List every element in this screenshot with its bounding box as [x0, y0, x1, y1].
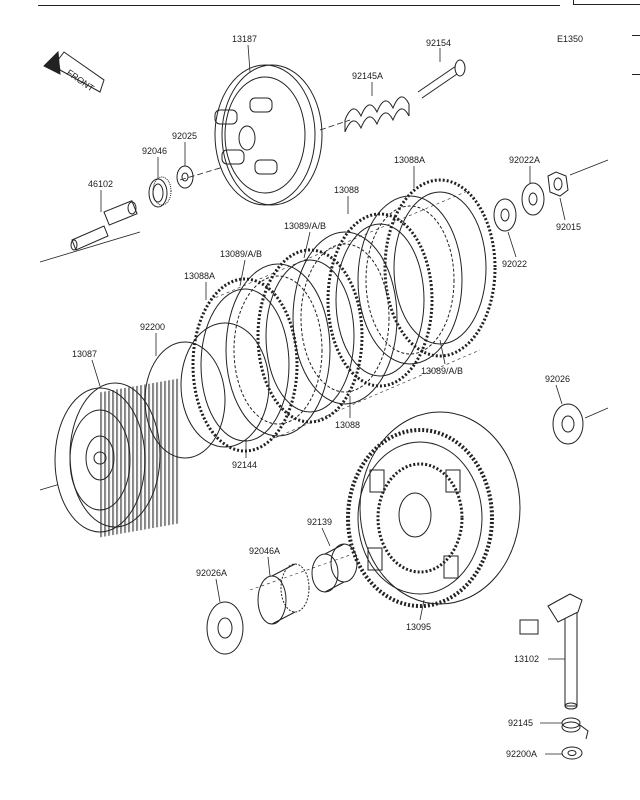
label-13095: 13095 [406, 622, 432, 632]
edge-tick [632, 74, 640, 75]
part-92154-bolt [417, 59, 466, 99]
part-13187-pressure-plate [214, 64, 323, 206]
front-arrow-icon: FRONT [43, 50, 105, 94]
header-rule [38, 5, 560, 6]
clutch-plate-stack [191, 178, 497, 453]
edge-tick [632, 35, 640, 36]
part-92046A-needle-bearing [257, 563, 310, 625]
label-13088-top: 13088 [334, 185, 360, 195]
label-13102: 13102 [514, 654, 540, 664]
leader-lines [91, 44, 566, 755]
label-92026A: 92026A [196, 568, 228, 578]
label-92200A: 92200A [506, 749, 538, 759]
part-92046-bearing [148, 176, 172, 208]
label-92200: 92200 [140, 322, 166, 332]
label-92145: 92145 [508, 718, 534, 728]
label-13187: 13187 [232, 34, 258, 44]
label-92046: 92046 [142, 146, 168, 156]
label-92145A: 92145A [352, 71, 384, 81]
part-92145-spring [561, 717, 589, 740]
label-92144: 92144 [232, 460, 258, 470]
header-corner-box [573, 0, 640, 5]
part-92200A-washer [561, 746, 583, 760]
label-13087: 13087 [72, 349, 98, 359]
part-13087-clutch-hub [54, 378, 180, 538]
part-92144-spring [180, 322, 270, 448]
guide-line [584, 407, 609, 419]
label-92025: 92025 [172, 131, 198, 141]
label-92015: 92015 [556, 222, 582, 232]
axis-line [319, 119, 351, 131]
label-13089AB-top: 13089/A/B [284, 221, 327, 231]
label-92026: 92026 [545, 374, 571, 384]
label-92022: 92022 [502, 259, 528, 269]
label-46102: 46102 [88, 179, 114, 189]
label-13088-bottom: 13088 [335, 420, 361, 430]
part-13102-release-shaft [519, 593, 583, 710]
diagram-code: E1350 [557, 34, 584, 44]
label-92046A: 92046A [249, 546, 281, 556]
part-13095-clutch-housing [346, 411, 521, 608]
label-92139: 92139 [307, 517, 333, 527]
label-13088A-left: 13088A [184, 271, 216, 281]
part-46102-push-rod [70, 200, 138, 251]
axis-line [209, 189, 471, 301]
label-13089AB-right: 13089/A/B [421, 366, 464, 376]
label-13089AB-mid: 13089/A/B [220, 249, 263, 259]
part-92139-collar [311, 543, 358, 593]
part-92145A-spring [344, 96, 410, 133]
part-92026A-washer [206, 601, 244, 655]
guide-line [39, 231, 141, 263]
label-13088A-top: 13088A [394, 155, 426, 165]
label-92154: 92154 [426, 38, 452, 48]
axis-line [269, 349, 481, 441]
label-92022A: 92022A [509, 155, 541, 165]
part-92026-washer [552, 403, 584, 445]
part-92022A-washer [521, 182, 545, 216]
part-92022-washer [493, 198, 517, 232]
part-92015-nut [547, 171, 569, 197]
guide-line [569, 159, 609, 176]
